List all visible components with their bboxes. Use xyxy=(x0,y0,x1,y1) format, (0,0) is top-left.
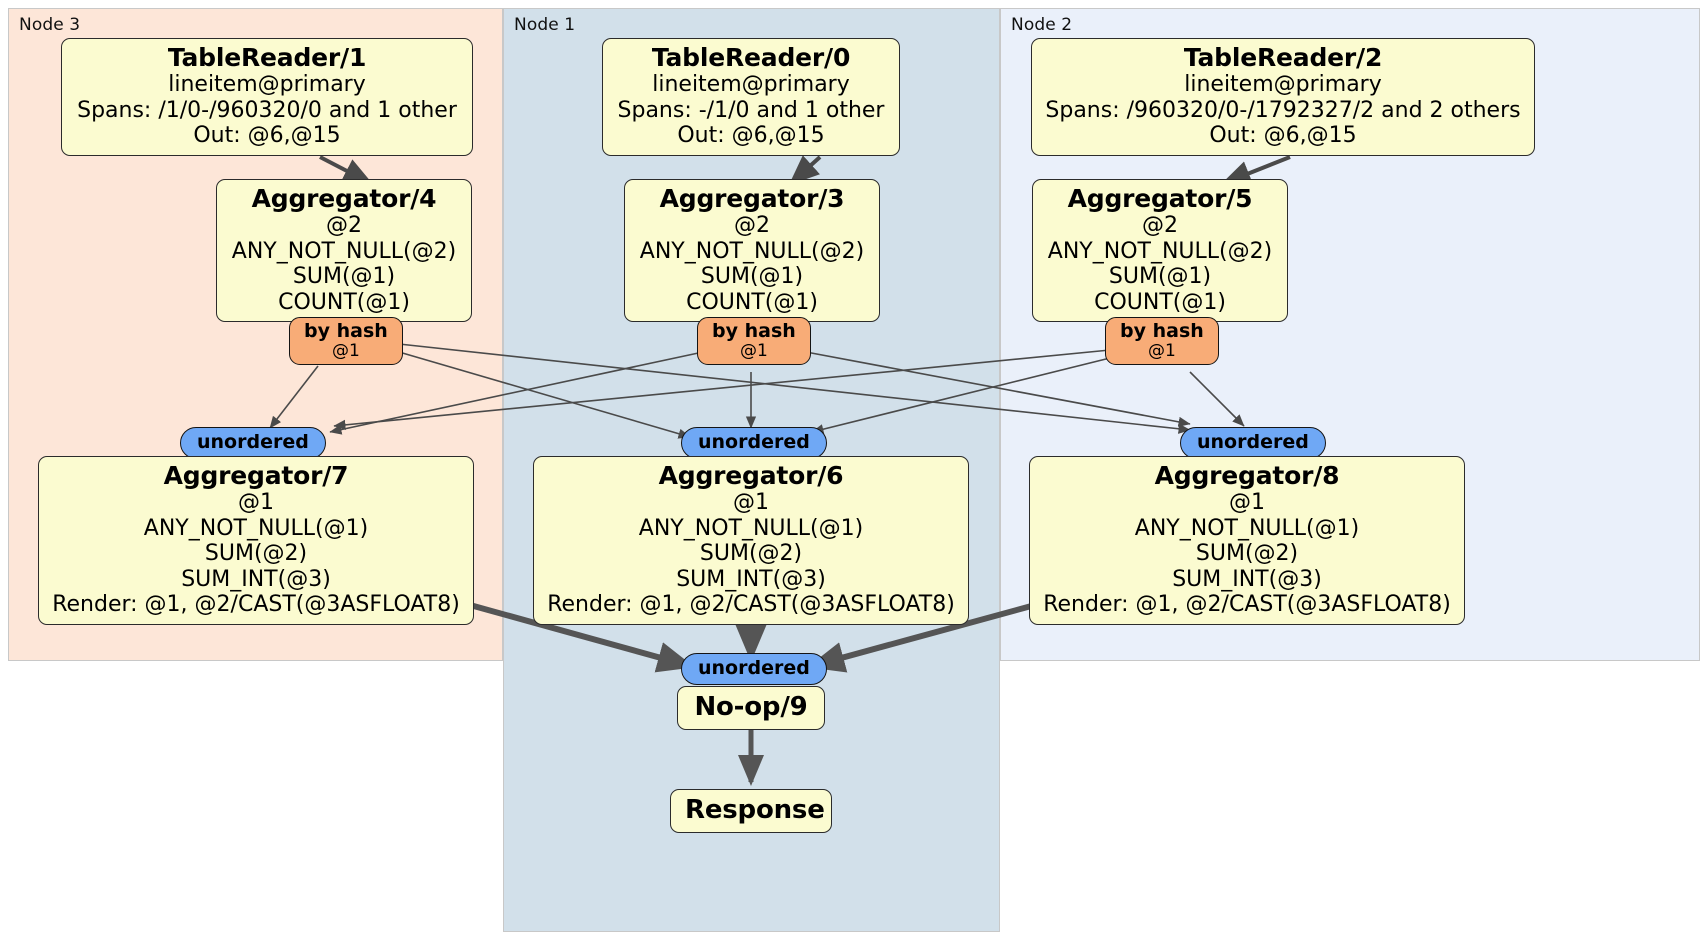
processor-line: SUM(@1) xyxy=(1108,264,1212,290)
processor-line: Spans: /1/0-/960320/0 and 1 other xyxy=(77,97,457,123)
processor-line: @2 xyxy=(326,213,362,238)
processor-line: @2 xyxy=(1142,213,1178,238)
router-title: by hash xyxy=(1120,320,1204,342)
processor-aggregator-3[interactable]: Aggregator/3 @2 ANY_NOT_NULL(@2) SUM(@1)… xyxy=(624,179,880,323)
processor-aggregator-5[interactable]: Aggregator/5 @2 ANY_NOT_NULL(@2) SUM(@1)… xyxy=(1032,179,1288,323)
processor-line: ANY_NOT_NULL(@2) xyxy=(231,238,457,264)
processor-line: Out: @6,@15 xyxy=(1209,123,1357,149)
processor-line: ANY_NOT_NULL(@1) xyxy=(143,515,369,541)
processor-line: Render: @1, @2/CAST(@3ASFLOAT8) xyxy=(52,592,460,618)
processor-line: @2 xyxy=(734,213,770,238)
processor-line: SUM(@1) xyxy=(700,264,804,290)
processor-line: Render: @1, @2/CAST(@3ASFLOAT8) xyxy=(1043,592,1451,618)
router-by-hash-center[interactable]: by hash @1 xyxy=(697,317,811,365)
processor-line: Render: @1, @2/CAST(@3ASFLOAT8) xyxy=(547,592,955,618)
synchronizer-title: unordered xyxy=(197,431,309,453)
router-title: by hash xyxy=(712,320,796,342)
processor-title: Aggregator/6 xyxy=(658,461,844,490)
processor-line: COUNT(@1) xyxy=(278,289,410,315)
node-panel-label: Node 1 xyxy=(514,15,576,35)
processor-title: Aggregator/5 xyxy=(1067,184,1253,213)
processor-line: Spans: -/1/0 and 1 other xyxy=(617,97,885,123)
processor-response[interactable]: Response xyxy=(670,789,832,834)
router-by-hash-right[interactable]: by hash @1 xyxy=(1105,317,1219,365)
processor-line: Out: @6,@15 xyxy=(193,123,341,149)
processor-title: Aggregator/4 xyxy=(251,184,437,213)
processor-aggregator-8[interactable]: Aggregator/8 @1 ANY_NOT_NULL(@1) SUM(@2)… xyxy=(1029,456,1465,625)
router-title: by hash xyxy=(304,320,388,342)
processor-line: SUM(@2) xyxy=(204,541,308,567)
processor-table-reader-1[interactable]: TableReader/1 lineitem@primary Spans: /1… xyxy=(61,38,473,156)
processor-title: Aggregator/7 xyxy=(163,461,349,490)
processor-noop-9[interactable]: No-op/9 xyxy=(677,686,825,731)
processor-line: COUNT(@1) xyxy=(1094,289,1226,315)
processor-table-reader-0[interactable]: TableReader/0 lineitem@primary Spans: -/… xyxy=(602,38,900,156)
synchronizer-title: unordered xyxy=(1197,431,1309,453)
processor-title: TableReader/1 xyxy=(167,43,367,72)
processor-title: Aggregator/3 xyxy=(659,184,845,213)
synchronizer-title: unordered xyxy=(698,657,810,679)
processor-aggregator-6[interactable]: Aggregator/6 @1 ANY_NOT_NULL(@1) SUM(@2)… xyxy=(533,456,969,625)
processor-title: Response xyxy=(685,795,825,825)
processor-aggregator-7[interactable]: Aggregator/7 @1 ANY_NOT_NULL(@1) SUM(@2)… xyxy=(38,456,474,625)
processor-line: COUNT(@1) xyxy=(686,289,818,315)
processor-line: @1 xyxy=(238,490,274,515)
node-panel-label: Node 2 xyxy=(1011,15,1073,35)
processor-line: ANY_NOT_NULL(@2) xyxy=(1047,238,1273,264)
processor-line: lineitem@primary xyxy=(168,72,366,97)
processor-line: lineitem@primary xyxy=(652,72,850,97)
processor-line: ANY_NOT_NULL(@1) xyxy=(638,515,864,541)
synchronizer-unordered-final[interactable]: unordered xyxy=(681,653,827,685)
processor-line: SUM(@1) xyxy=(292,264,396,290)
processor-line: lineitem@primary xyxy=(1184,72,1382,97)
processor-line: ANY_NOT_NULL(@1) xyxy=(1134,515,1360,541)
synchronizer-unordered-center[interactable]: unordered xyxy=(681,427,827,459)
synchronizer-title: unordered xyxy=(698,431,810,453)
processor-line: Out: @6,@15 xyxy=(677,123,825,149)
processor-table-reader-2[interactable]: TableReader/2 lineitem@primary Spans: /9… xyxy=(1031,38,1535,156)
synchronizer-unordered-left[interactable]: unordered xyxy=(180,427,326,459)
processor-line: SUM(@2) xyxy=(699,541,803,567)
processor-title: No-op/9 xyxy=(694,692,808,722)
router-subtitle: @1 xyxy=(1147,340,1176,361)
processor-title: TableReader/0 xyxy=(651,43,851,72)
processor-line: SUM(@2) xyxy=(1195,541,1299,567)
router-subtitle: @1 xyxy=(331,340,360,361)
router-by-hash-left[interactable]: by hash @1 xyxy=(289,317,403,365)
processor-line: Spans: /960320/0-/1792327/2 and 2 others xyxy=(1045,97,1521,123)
processor-line: SUM_INT(@3) xyxy=(181,566,331,592)
processor-line: @1 xyxy=(733,490,769,515)
processor-line: ANY_NOT_NULL(@2) xyxy=(639,238,865,264)
processor-title: TableReader/2 xyxy=(1183,43,1383,72)
processor-title: Aggregator/8 xyxy=(1154,461,1340,490)
processor-line: @1 xyxy=(1229,490,1265,515)
processor-aggregator-4[interactable]: Aggregator/4 @2 ANY_NOT_NULL(@2) SUM(@1)… xyxy=(216,179,472,323)
synchronizer-unordered-right[interactable]: unordered xyxy=(1180,427,1326,459)
node-panel-label: Node 3 xyxy=(19,15,81,35)
router-subtitle: @1 xyxy=(739,340,768,361)
processor-line: SUM_INT(@3) xyxy=(676,566,826,592)
processor-line: SUM_INT(@3) xyxy=(1172,566,1322,592)
